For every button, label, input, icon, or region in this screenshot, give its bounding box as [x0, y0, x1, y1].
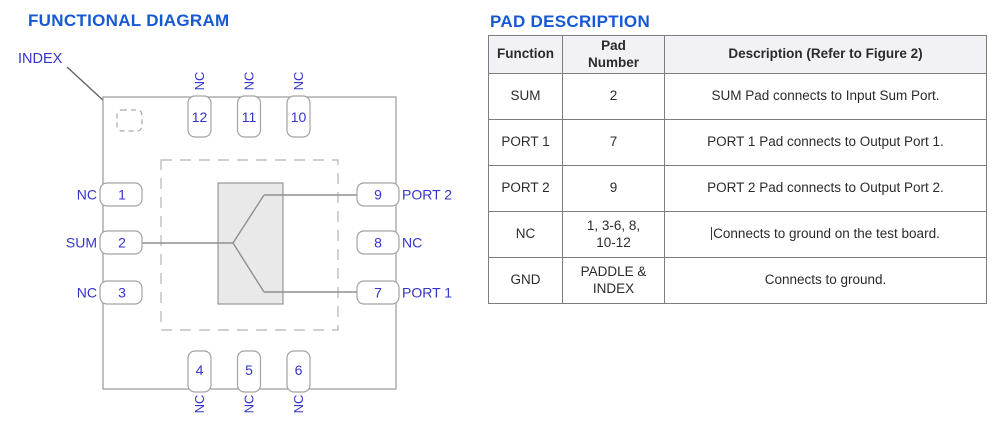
- column-header-pad-number: Pad Number: [562, 35, 665, 74]
- divider-net-lines: [142, 194, 357, 293]
- cell-description: SUM Pad connects to Input Sum Port.: [664, 73, 987, 120]
- exposed-paddle-outline: [160, 159, 339, 331]
- column-header-function: Function: [488, 35, 563, 74]
- pin-label-2: SUM: [66, 235, 97, 251]
- pin-numbers: 12 11 10 4 5 6 1 2 3 9 8 7: [118, 109, 382, 378]
- pin-number-6: 6: [295, 362, 303, 378]
- pin-label-9: PORT 2: [402, 187, 452, 203]
- cell-pad-number: 1, 3-6, 8, 10-12: [562, 211, 665, 258]
- cell-description: Connects to ground.: [664, 257, 987, 304]
- index-pad: [116, 109, 143, 132]
- pin-label-8: NC: [402, 235, 422, 251]
- pin-label-10: NC: [291, 72, 306, 91]
- pin-number-2: 2: [118, 235, 126, 251]
- cell-pad-number: PADDLE & INDEX: [562, 257, 665, 304]
- pin-number-3: 3: [118, 285, 126, 301]
- pin-pad-10: [286, 95, 311, 138]
- pin-number-8: 8: [374, 235, 382, 251]
- functional-diagram: INDEX: [18, 51, 452, 414]
- pin-label-6: NC: [291, 395, 306, 414]
- pin-number-4: 4: [196, 362, 204, 378]
- cell-function: PORT 1: [488, 119, 563, 166]
- pin-pad-11: [236, 95, 262, 138]
- cell-function: NC: [488, 211, 563, 258]
- pad-description-table: Function Pad Number Description (Refer t…: [488, 35, 987, 304]
- column-header-description: Description (Refer to Figure 2): [664, 35, 987, 74]
- text-cursor-artifact: [711, 227, 713, 241]
- pin-pad-3: [99, 280, 143, 305]
- table-row-port1: PORT 1 7 PORT 1 Pad connects to Output P…: [488, 119, 987, 166]
- pin-pad-6: [286, 350, 311, 393]
- cell-description: PORT 1 Pad connects to Output Port 1.: [664, 119, 987, 166]
- table-row-port2: PORT 2 9 PORT 2 Pad connects to Output P…: [488, 165, 987, 212]
- cell-function: SUM: [488, 73, 563, 120]
- pad-description-title: PAD DESCRIPTION: [490, 12, 651, 31]
- pin-pad-1: [99, 182, 143, 207]
- cell-pad-number: 9: [562, 165, 665, 212]
- cell-pad-number: 2: [562, 73, 665, 120]
- pin-function-labels: NC SUM NC PORT 2 NC PORT 1 NC NC NC NC N…: [66, 72, 452, 414]
- pin-label-3: NC: [77, 285, 97, 301]
- pin-pad-2: [99, 230, 143, 255]
- pin-label-12: NC: [192, 72, 207, 91]
- pin-number-11: 11: [242, 109, 257, 125]
- pin-label-4: NC: [192, 395, 207, 414]
- pin-pad-12: [187, 95, 212, 138]
- pin-pad-4: [187, 350, 212, 393]
- pin-pad-9: [356, 182, 400, 207]
- cell-description-text: Connects to ground on the test board.: [713, 226, 940, 242]
- table-row-nc: NC 1, 3-6, 8, 10-12 Connects to ground o…: [488, 211, 987, 258]
- cell-function: GND: [488, 257, 563, 304]
- pin-pad-7: [356, 280, 400, 305]
- pin-label-11: NC: [242, 72, 257, 91]
- pin-number-1: 1: [118, 187, 126, 203]
- pin-label-5: NC: [242, 395, 257, 414]
- table-row-sum: SUM 2 SUM Pad connects to Input Sum Port…: [488, 73, 987, 120]
- pin-number-7: 7: [374, 285, 382, 301]
- pin-pad-5: [236, 350, 262, 393]
- table-row-gnd: GND PADDLE & INDEX Connects to ground.: [488, 257, 987, 304]
- functional-diagram-title: FUNCTIONAL DIAGRAM: [28, 11, 230, 30]
- pin-number-5: 5: [245, 362, 253, 378]
- pin-number-12: 12: [192, 109, 208, 125]
- cell-pad-number: 7: [562, 119, 665, 166]
- table-header-row: Function Pad Number Description (Refer t…: [488, 35, 987, 74]
- pin-label-7: PORT 1: [402, 285, 452, 301]
- pin-pad-8: [356, 230, 400, 255]
- index-label: INDEX: [18, 51, 63, 67]
- pin-number-9: 9: [374, 187, 382, 203]
- pin-number-10: 10: [291, 109, 307, 125]
- cell-function: PORT 2: [488, 165, 563, 212]
- pin-label-1: NC: [77, 187, 97, 203]
- pin-pads: [99, 95, 400, 393]
- cell-description: PORT 2 Pad connects to Output Port 2.: [664, 165, 987, 212]
- cell-description: Connects to ground on the test board.: [664, 211, 987, 258]
